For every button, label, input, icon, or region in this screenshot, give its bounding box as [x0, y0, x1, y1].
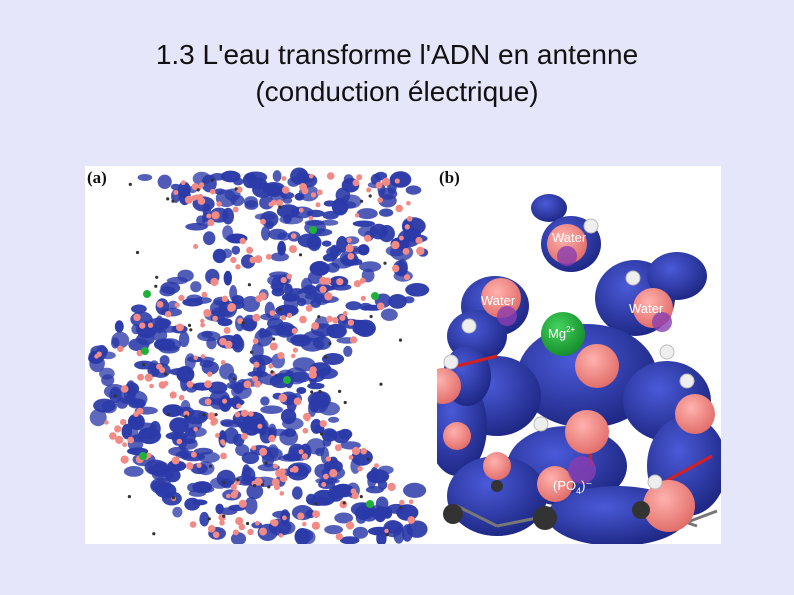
- panel-b: Water Water Water Mg2+ (PO4)⁻ (b): [437, 166, 721, 544]
- slide-title-line-2: (conduction électrique): [255, 76, 539, 107]
- water-label-right: Water: [629, 301, 664, 316]
- mg-ion-label: Mg2+: [548, 325, 576, 341]
- phosphate-label: (PO4)⁻: [553, 478, 592, 496]
- mg-charge: 2+: [566, 325, 575, 334]
- phosphate-subscript: 4: [576, 486, 581, 496]
- mg-symbol: Mg: [548, 326, 566, 341]
- helix-atoms: [94, 172, 425, 541]
- dna-water-figure: (a) Water Water Water: [85, 166, 721, 544]
- slide-title-line-1: 1.3 L'eau transforme l'ADN en antenne: [155, 39, 639, 70]
- panel-b-label: (b): [439, 168, 460, 187]
- dna-double-helix-illustration: [88, 167, 430, 544]
- slide-title: 1.3 L'eau transforme l'ADN en antenne (c…: [0, 36, 794, 110]
- panel-a-label: (a): [87, 168, 107, 187]
- water-mg-phosphate-closeup: Water Water Water Mg2+ (PO4)⁻: [437, 194, 721, 544]
- water-label-top: Water: [552, 230, 587, 245]
- phosphate-prefix: (PO: [553, 478, 576, 493]
- panel-a: (a): [85, 166, 433, 544]
- atoms-layer: [437, 218, 718, 532]
- helix-density-mass: [88, 167, 430, 544]
- phosphate-charge: )⁻: [581, 478, 592, 493]
- water-label-left: Water: [481, 293, 516, 308]
